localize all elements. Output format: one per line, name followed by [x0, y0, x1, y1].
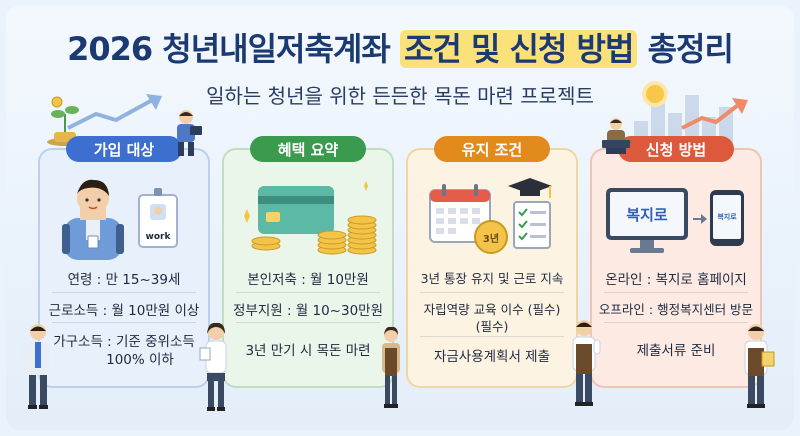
three-year-coin-icon: 3년 [474, 220, 508, 254]
benefits-self-saving-text: 본인저축 : 월 10만원 [247, 272, 369, 288]
growth-arrow-right-icon [681, 98, 748, 130]
eligibility-label: 가입 대상 [66, 136, 182, 162]
sun-icon [646, 85, 664, 103]
divider [604, 292, 748, 293]
monitor-screen-text: 복지로 [610, 192, 684, 236]
benefits-label: 혜택 요약 [250, 136, 366, 162]
application-label: 신청 방법 [618, 136, 734, 162]
worker-with-folder-figure-icon [744, 324, 775, 408]
coin-text: 3년 [482, 233, 500, 245]
maintenance-label: 유지 조건 [434, 136, 550, 162]
divider [236, 322, 380, 323]
title-main: 2026 청년내일저축계좌 [67, 30, 391, 68]
arrow-right-icon [693, 214, 707, 224]
barista-figure-icon [572, 320, 601, 406]
phone-screen-text: 복지로 [713, 195, 741, 239]
person-with-tablet-icon [177, 110, 202, 156]
title-highlight: 조건 및 신청 방법 [399, 30, 638, 68]
graduation-cap-icon [508, 178, 552, 198]
divider [236, 292, 380, 293]
eligibility-age-text: 연령 : 만 15~39세 [67, 272, 181, 288]
maintenance-plan-text: 자금사용계획서 제출 [433, 349, 551, 365]
badge-text: work [145, 232, 171, 242]
checklist-icon [513, 201, 551, 249]
growth-arrow-left-icon [67, 94, 162, 130]
application-offline-text: 오프라인 : 행정복지센터 방문 [598, 302, 754, 317]
page-title: 2026 청년내일저축계좌 조건 및 신청 방법 총정리 [0, 24, 800, 70]
office-worker-figure-icon [22, 324, 49, 409]
eligibility-household-income-text: 가구소득 : 기준 중위소득 [53, 334, 195, 350]
monitor-icon: 복지로 [606, 188, 688, 254]
young-worker-icon [62, 179, 124, 260]
divider [52, 322, 196, 323]
benefits-maturity-text: 3년 만기 시 목돈 마련 [245, 343, 371, 359]
cafe-worker-figure-icon [382, 326, 400, 408]
id-badge-icon: work [138, 188, 178, 248]
application-online-text: 온라인 : 복지로 홈페이지 [605, 272, 747, 288]
divider [604, 322, 748, 323]
smartphone-icon: 복지로 [710, 190, 744, 246]
maintenance-required-text: (필수) [475, 319, 509, 334]
maintenance-education-text: 자립역량 교육 이수 (필수) [423, 302, 561, 317]
divider [52, 292, 196, 293]
person-with-laptop-icon [602, 118, 630, 154]
eligibility-card [38, 148, 210, 388]
divider [420, 336, 564, 337]
page-subtitle: 일하는 청년을 위한 든든한 목돈 마련 프로젝트 [206, 84, 594, 108]
title-end: 총정리 [647, 30, 734, 68]
bank-card-and-coins-icon [244, 181, 377, 255]
maintenance-account-text: 3년 통장 유지 및 근로 지속 [420, 271, 564, 286]
eligibility-household-income-text-2: 100% 이하 [106, 352, 174, 368]
eligibility-earned-income-text: 근로소득 : 월 10만원 이상 [48, 303, 200, 319]
woman-with-document-figure-icon [199, 322, 227, 411]
application-documents-text: 제출서류 준비 [636, 343, 716, 359]
benefits-gov-support-text: 정부지원 : 월 10~30만원 [232, 303, 384, 319]
divider [420, 292, 564, 293]
